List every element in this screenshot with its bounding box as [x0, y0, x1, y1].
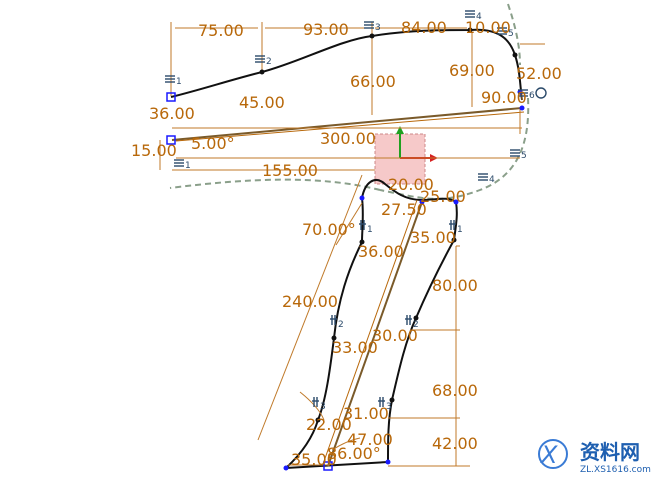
dim-25[interactable]: 25.00: [420, 187, 466, 206]
dim-15[interactable]: 15.00: [131, 141, 177, 160]
svg-text:1: 1: [367, 225, 373, 235]
fixed-point-marker-3[interactable]: [323, 461, 333, 471]
dimension-labels[interactable]: 75.00 93.00 84.00 10.00 52.00 69.00 66.0…: [131, 18, 562, 469]
svg-text:3: 3: [375, 23, 381, 33]
watermark-brand: 资料网: [580, 440, 640, 464]
dim-68[interactable]: 68.00: [432, 381, 478, 400]
dim-35-leg[interactable]: 35.00: [410, 228, 456, 247]
svg-text:2: 2: [266, 57, 272, 67]
leg-center-line[interactable]: [327, 201, 423, 467]
sketch-points[interactable]: [259, 27, 525, 471]
construction-curve-bottom: [169, 178, 381, 191]
dim-80[interactable]: 80.00: [432, 276, 478, 295]
dim-5-angle[interactable]: 5.00°: [191, 134, 235, 153]
svg-text:4: 4: [476, 12, 482, 22]
construction-curve-top: [507, 3, 521, 66]
dim-31[interactable]: 31.00: [343, 404, 389, 423]
dimension-lines: [159, 22, 545, 467]
dim-22[interactable]: 22.00: [306, 415, 352, 434]
dim-42[interactable]: 42.00: [432, 434, 478, 453]
inclined-line-dim: [175, 111, 525, 142]
dim-155[interactable]: 155.00: [262, 161, 318, 180]
leg-inner-curve[interactable]: [361, 179, 458, 463]
fixed-point-marker-2[interactable]: [166, 135, 176, 145]
dim-27[interactable]: 27.50: [381, 200, 427, 219]
constraint-glyphs: 1 2 3 4 5 6 1 5 4 1 1 2 2 3 3: [165, 10, 535, 412]
leg-bottom-line[interactable]: [285, 461, 389, 469]
dim-240[interactable]: 240.00: [282, 292, 338, 311]
coincident-icon: [535, 87, 547, 99]
dim-35-bottom[interactable]: 35.00: [291, 450, 337, 469]
inclined-line[interactable]: [171, 107, 523, 141]
svg-text:1: 1: [185, 161, 191, 171]
dim-300[interactable]: 300.00: [320, 129, 376, 148]
dim-69[interactable]: 69.00: [449, 61, 495, 80]
dim-30[interactable]: 30.00: [372, 326, 418, 345]
dim-45[interactable]: 45.00: [239, 93, 285, 112]
watermark-logo: X 资料网 ZL.XS1616.com: [538, 439, 651, 475]
svg-text:4: 4: [489, 175, 495, 185]
dim-36-top[interactable]: 36.00: [149, 104, 195, 123]
dim-47[interactable]: 47.00: [347, 430, 393, 449]
svg-text:5: 5: [508, 29, 514, 39]
fixed-point-marker[interactable]: [166, 92, 176, 102]
svg-text:6: 6: [529, 91, 535, 101]
dim-36-leg[interactable]: 36.00: [358, 242, 404, 261]
leg-center-line-dim: [322, 199, 418, 465]
svg-text:1: 1: [176, 77, 182, 87]
construction-curve-right: [379, 97, 530, 200]
dim-20[interactable]: 20.00: [388, 175, 434, 194]
svg-text:1: 1: [457, 225, 463, 235]
svg-text:3: 3: [386, 402, 392, 412]
dim-84[interactable]: 84.00: [401, 18, 447, 37]
dim-86-angle[interactable]: 86.00°: [327, 444, 381, 463]
svg-text:2: 2: [338, 320, 344, 330]
y-axis-arrowhead: [396, 126, 404, 134]
dim-33[interactable]: 33.00: [332, 338, 378, 357]
dim-93[interactable]: 93.00: [303, 20, 349, 39]
svg-text:2: 2: [413, 320, 419, 330]
dim-10[interactable]: 10.00: [465, 18, 511, 37]
watermark-x-icon: X: [539, 441, 558, 469]
dim-66[interactable]: 66.00: [350, 72, 396, 91]
svg-text:5: 5: [521, 151, 527, 161]
watermark-url: ZL.XS1616.com: [580, 465, 651, 475]
dim-75[interactable]: 75.00: [198, 21, 244, 40]
dim-70-angle[interactable]: 70.00°: [302, 220, 356, 239]
svg-text:3: 3: [320, 402, 326, 412]
dim-52[interactable]: 52.00: [516, 64, 562, 83]
dim-90[interactable]: 90.00: [481, 88, 527, 107]
